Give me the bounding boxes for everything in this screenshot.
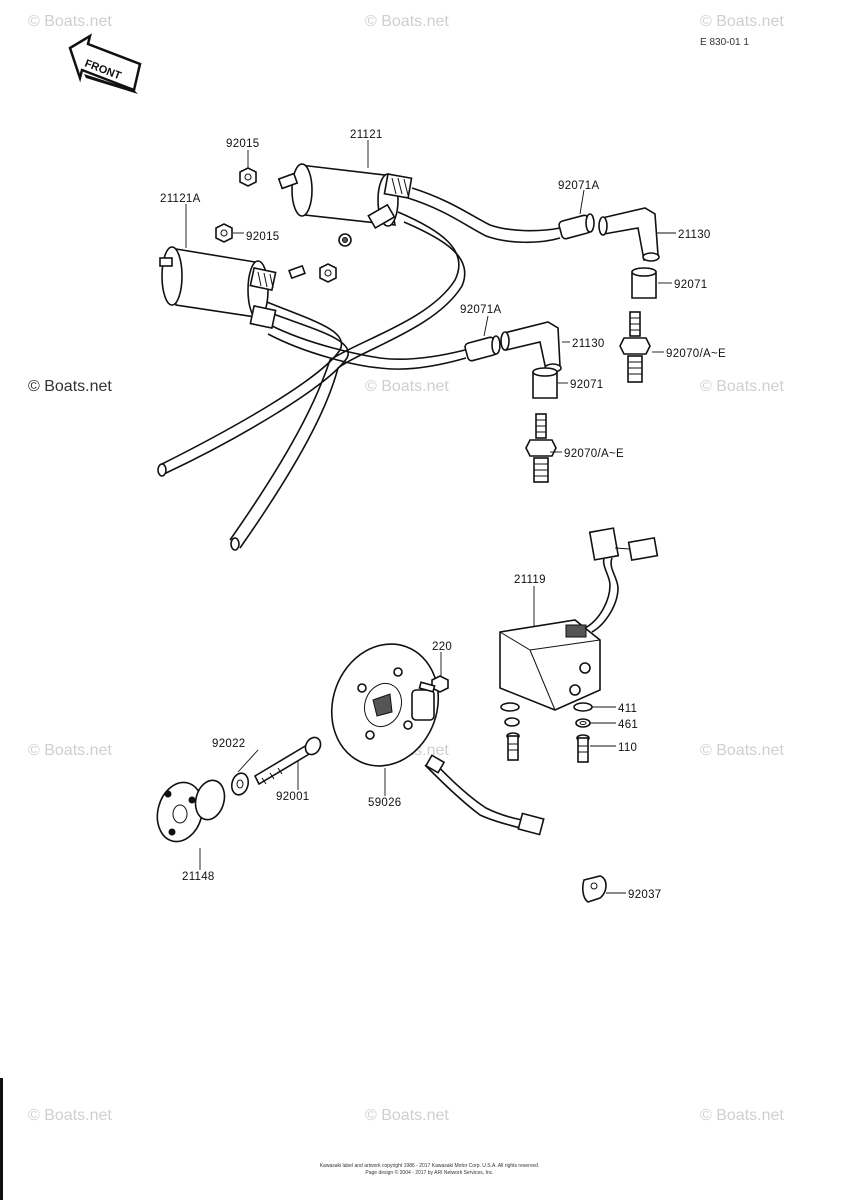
diagram-code: E 830-01 1 bbox=[700, 37, 749, 48]
watermark: © Boats.net bbox=[28, 13, 112, 30]
callout-92001: 92001 bbox=[276, 791, 309, 803]
callout-21119: 21119 bbox=[514, 574, 546, 586]
watermark: © Boats.net bbox=[700, 378, 784, 395]
ic-igniter-21119 bbox=[499, 527, 659, 711]
timing-advancer-21148 bbox=[156, 779, 226, 843]
callout-92071a: 92071A bbox=[558, 180, 599, 192]
callout-21148: 21148 bbox=[182, 871, 215, 883]
bolt-92001 bbox=[253, 736, 322, 786]
ignition-coil-21121a bbox=[159, 246, 306, 330]
screw bbox=[506, 732, 520, 761]
watermark: © Boats.net bbox=[700, 1107, 784, 1124]
callout-21130: 21130 bbox=[572, 338, 605, 350]
footer-page-design: Page design © 2004 - 2017 by ARI Network… bbox=[365, 1170, 494, 1176]
plug-cap-21130 bbox=[598, 207, 660, 262]
washer-411 bbox=[573, 702, 593, 712]
callout-461: 461 bbox=[618, 719, 638, 731]
callout-92015: 92015 bbox=[246, 231, 279, 243]
washer-461 bbox=[575, 718, 591, 728]
watermark: © Boats.net bbox=[28, 742, 112, 759]
callout-21130: 21130 bbox=[678, 229, 711, 241]
nut-92015 bbox=[215, 223, 233, 243]
watermark: © Boats.net bbox=[28, 378, 112, 395]
callout-92071a: 92071A bbox=[460, 304, 501, 316]
callout-21121: 21121 bbox=[350, 129, 383, 141]
ignition-coil-21121 bbox=[277, 163, 413, 247]
callout-92071: 92071 bbox=[570, 379, 603, 391]
watermark: © Boats.net bbox=[28, 1107, 112, 1124]
page-edge-bar bbox=[0, 1078, 3, 1200]
nut-92015 bbox=[239, 167, 257, 187]
plug-cap-21130 bbox=[500, 321, 562, 373]
callout-92070: 92070/A~E bbox=[666, 348, 726, 360]
callout-220: 220 bbox=[432, 641, 452, 653]
callout-92022: 92022 bbox=[212, 738, 245, 750]
washer bbox=[500, 702, 520, 727]
callout-92070: 92070/A~E bbox=[564, 448, 624, 460]
callout-21121a: 21121A bbox=[160, 193, 201, 205]
callout-labels: 92015 21121 21121A 92015 92071A 21130 92… bbox=[160, 129, 726, 901]
plug-cap-seal-92071a bbox=[464, 335, 501, 362]
washer-92022 bbox=[230, 772, 250, 796]
watermark: © Boats.net bbox=[365, 378, 449, 395]
spark-plug-92070 bbox=[619, 311, 651, 383]
plug-cap-seal-92071a bbox=[558, 213, 595, 240]
clamp-92037 bbox=[582, 875, 607, 903]
callout-92071: 92071 bbox=[674, 279, 707, 291]
callout-59026: 59026 bbox=[368, 797, 401, 809]
plug-cap-seal-92071 bbox=[631, 267, 657, 299]
watermark: © Boats.net bbox=[365, 13, 449, 30]
screw-110 bbox=[576, 734, 590, 763]
pickup-coil-59026 bbox=[330, 643, 545, 836]
callout-92015: 92015 bbox=[226, 138, 259, 150]
nut bbox=[319, 263, 337, 283]
bolt-220 bbox=[418, 675, 449, 693]
front-arrow-icon: FRONT bbox=[68, 33, 142, 94]
spark-plug-92070 bbox=[525, 413, 557, 483]
high-tension-leads bbox=[157, 187, 561, 551]
watermark: © Boats.net bbox=[700, 742, 784, 759]
leader-lines bbox=[185, 140, 676, 894]
footer-copyright: Kawasaki label and artwork copyright 198… bbox=[319, 1163, 540, 1169]
callout-92037: 92037 bbox=[628, 889, 661, 901]
callout-110: 110 bbox=[618, 742, 637, 754]
watermark: © Boats.net bbox=[365, 1107, 449, 1124]
watermark: © Boats.net bbox=[700, 13, 784, 30]
callout-411: 411 bbox=[618, 703, 637, 715]
plug-cap-seal-92071 bbox=[532, 367, 558, 399]
